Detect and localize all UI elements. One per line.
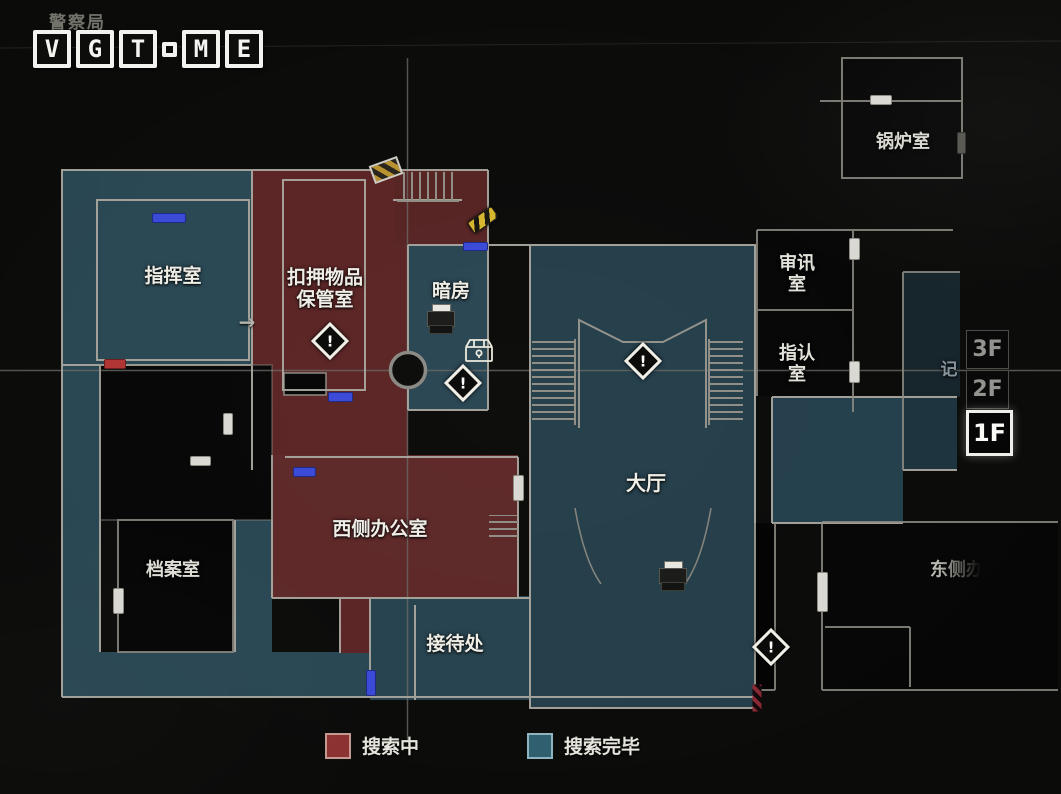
- door-corridor-a: [190, 456, 211, 466]
- door-east-office: [817, 572, 828, 612]
- door-boiler-room: [870, 95, 892, 105]
- door-west-office-top: [293, 467, 316, 477]
- legend-label-searched: 搜索完毕: [564, 736, 641, 758]
- legend-swatch-searched: [527, 732, 553, 759]
- label-press-room: 记: [940, 359, 958, 380]
- sealed-passage-icon: [752, 684, 762, 712]
- label-west-office: 西侧办公室: [332, 517, 428, 540]
- door-command-room-bottom: [104, 359, 126, 369]
- item-box-icon: [462, 337, 496, 369]
- floor-button-3f[interactable]: 3F: [966, 330, 1009, 369]
- legend-swatch-searching: [325, 732, 351, 759]
- label-command-room: 指挥室: [144, 264, 202, 287]
- logo-letter-v: V: [33, 30, 71, 68]
- logo-dot-icon: [162, 41, 177, 57]
- logo-letter-m: M: [182, 30, 220, 68]
- vgtime-logo: V G T M E: [33, 30, 263, 68]
- floor-selector: 3F 2F 1F: [966, 330, 1013, 456]
- map-cursor-circle: [388, 350, 428, 390]
- label-evidence-room: 扣押物品 保管室: [286, 266, 364, 311]
- logo-letter-e: E: [225, 30, 263, 68]
- label-boiler-room: 锅炉室: [876, 131, 930, 153]
- label-east-office: 东侧办: [930, 559, 984, 581]
- door-west-office-east: [513, 475, 524, 501]
- stairs-hall-east: [708, 339, 743, 425]
- logo-letter-t: T: [119, 30, 157, 68]
- stairs-west-office: [489, 515, 518, 542]
- floor-button-1f[interactable]: 1F: [966, 410, 1013, 456]
- door-boiler-side: [957, 132, 966, 154]
- label-interrogation-room: 审讯 室: [779, 252, 815, 295]
- label-reception: 接待处: [426, 632, 484, 655]
- floor-button-2f[interactable]: 2F: [966, 370, 1009, 409]
- label-main-hall: 大厅: [626, 471, 666, 496]
- typewriter-icon-hall: [658, 561, 688, 591]
- legend-item-searched: 搜索完毕: [527, 732, 640, 759]
- door-darkroom-top: [463, 242, 488, 251]
- door-lineup-room: [849, 361, 860, 383]
- door-records-room: [113, 588, 124, 614]
- map-title: 警察局: [49, 13, 106, 33]
- door-command-room-top: [152, 213, 186, 223]
- exit-arrow-icon: →: [238, 310, 256, 334]
- door-reception-west: [366, 670, 376, 696]
- searching-rooms: [252, 170, 518, 653]
- logo-letter-g: G: [76, 30, 114, 68]
- searched-rooms: [62, 170, 960, 708]
- legend-item-searching: 搜索中: [325, 732, 419, 759]
- door-interrogation-room: [849, 238, 860, 260]
- typewriter-icon-darkroom: [426, 304, 456, 334]
- legend-label-searching: 搜索中: [362, 736, 420, 758]
- label-lineup-room: 指认 室: [779, 342, 815, 385]
- label-records-room: 档案室: [146, 559, 200, 581]
- door-evidence-corridor: [328, 392, 353, 402]
- door-corridor-b: [223, 413, 233, 435]
- label-darkroom: 暗房: [431, 279, 471, 302]
- stairs-evidence-top: [397, 172, 459, 202]
- stairs-hall-west: [532, 339, 576, 425]
